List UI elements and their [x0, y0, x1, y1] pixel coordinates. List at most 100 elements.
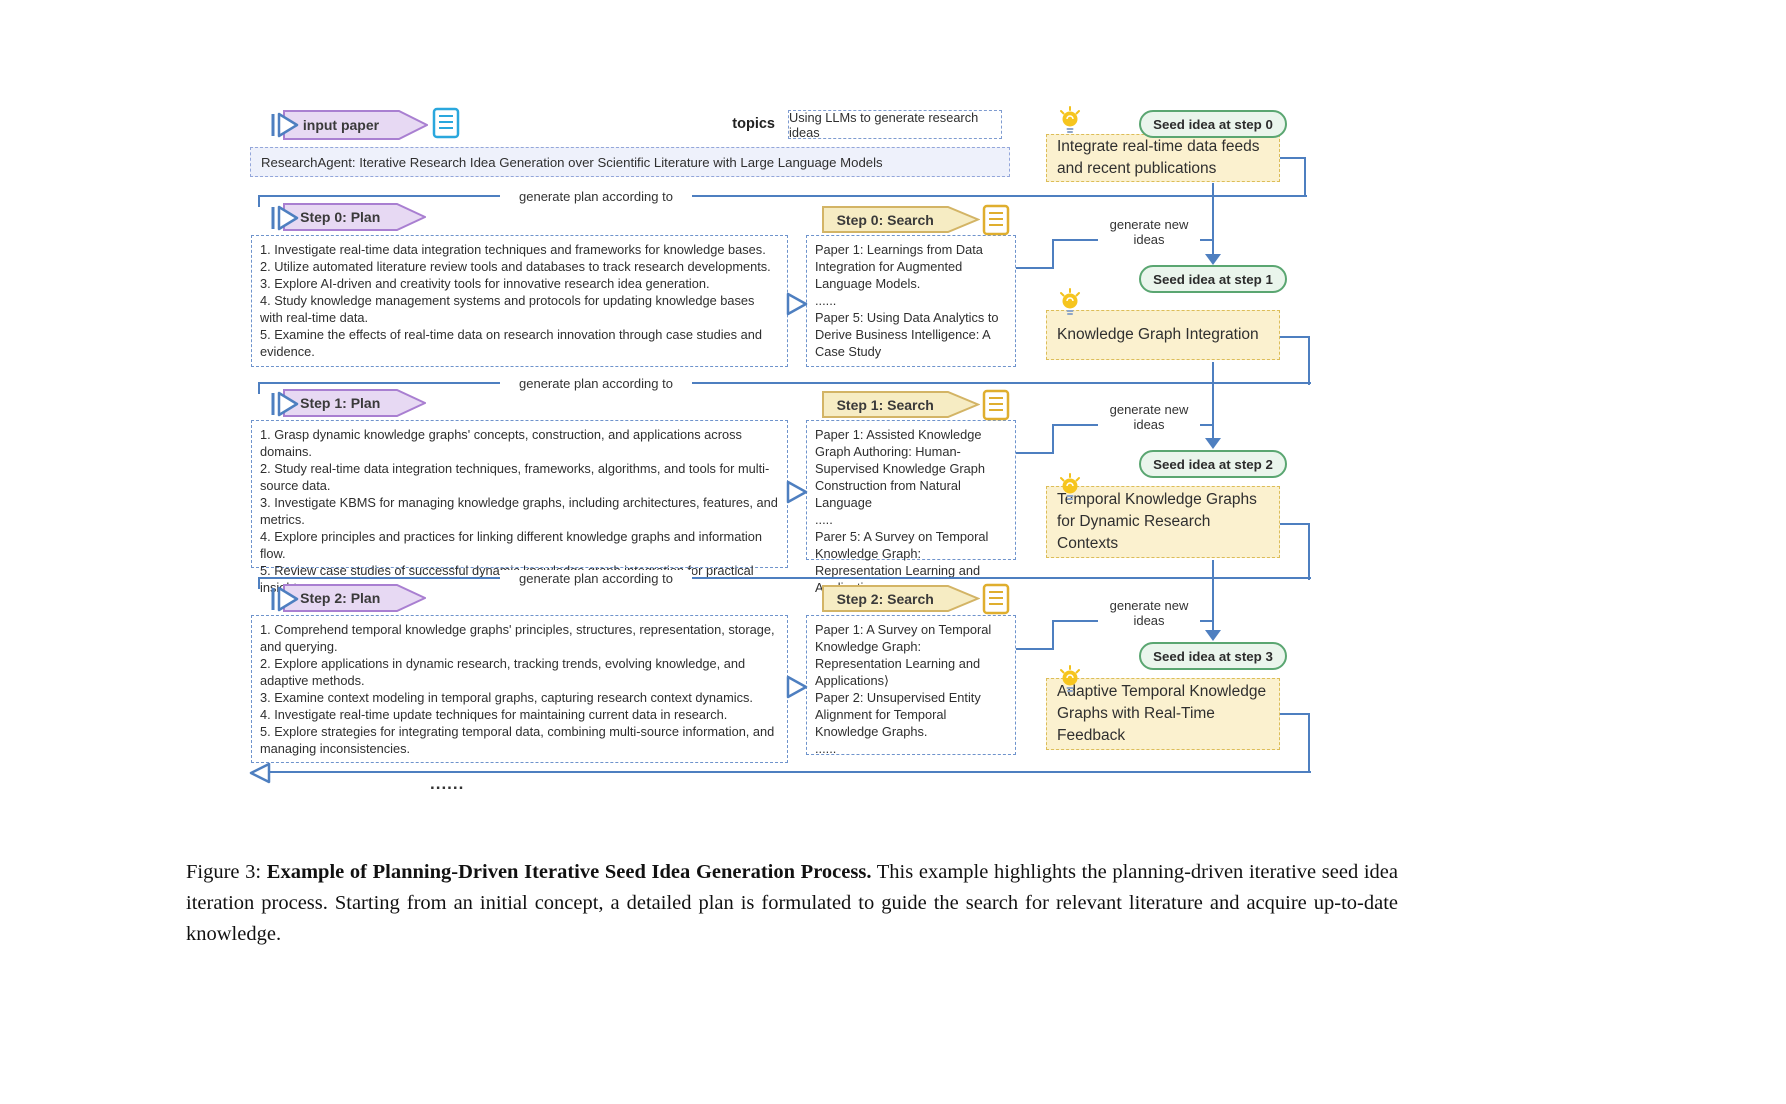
connector-line [1212, 560, 1214, 631]
step0-search-box: Paper 1: Learnings from Data Integration… [806, 235, 1016, 367]
plan-item: 4. Investigate real-time update techniqu… [260, 707, 728, 722]
step2-plan-banner: Step 2: Plan [283, 584, 426, 612]
lightbulb-icon [1058, 106, 1082, 134]
search-line: Paper 1: Assisted Knowledge Graph Author… [815, 427, 986, 510]
generate-plan-label: generate plan according to [500, 188, 692, 205]
plan-item: 5. Examine the effects of real-time data… [260, 327, 762, 359]
chevron-right-icon [270, 112, 300, 138]
input-paper-title: ResearchAgent: Iterative Research Idea G… [261, 154, 883, 170]
search-line: ...... [815, 293, 837, 308]
search-line: Paper 1: A Survey on Temporal Knowledge … [815, 622, 992, 688]
arrow-left-icon [247, 762, 271, 784]
step0-plan-box: 1. Investigate real-time data integratio… [251, 235, 788, 367]
connector-line [258, 577, 1311, 579]
input-paper-label: input paper [302, 117, 380, 133]
document-icon [982, 203, 1010, 237]
figure-caption: Figure 3: Example of Planning-Driven Ite… [186, 857, 1398, 950]
step1-plan-label: Step 1: Plan [300, 395, 381, 411]
generate-plan-label: generate plan according to [500, 375, 692, 392]
arrow-right-icon [784, 478, 810, 506]
plan-item: 2. Utilize automated literature review t… [260, 259, 771, 274]
plan-item: 2. Study real-time data integration tech… [260, 461, 770, 493]
step0-search-label: Step 0: Search [836, 211, 934, 228]
chevron-right-icon [270, 586, 300, 612]
search-line: ..... [815, 512, 833, 527]
seed-pill-step1: Seed idea at step 1 [1139, 265, 1287, 293]
generate-new-ideas-label: generate new ideas [1098, 401, 1200, 433]
idea-text-step0: Integrate real-time data feeds and recen… [1057, 138, 1260, 177]
connector-line [1016, 267, 1054, 269]
connector-line [1308, 713, 1310, 773]
connector-line [1016, 648, 1054, 650]
step1-search-label: Step 1: Search [836, 396, 934, 413]
connector-line [1052, 239, 1054, 269]
step1-search-box: Paper 1: Assisted Knowledge Graph Author… [806, 420, 1016, 595]
plan-item: 1. Comprehend temporal knowledge graphs'… [260, 622, 775, 654]
plan-item: 2. Explore applications in dynamic resea… [260, 656, 746, 688]
lightbulb-icon [1058, 473, 1082, 501]
generate-plan-label: generate plan according to [500, 570, 692, 587]
step2-search-banner: Step 2: Search [822, 585, 980, 612]
plan-item: 4. Study knowledge management systems an… [260, 293, 755, 325]
arrow-right-icon [784, 673, 810, 701]
arrow-right-icon [784, 290, 810, 318]
connector-line [1280, 336, 1310, 338]
idea-box-step2: Temporal Knowledge Graphs for Dynamic Re… [1046, 486, 1280, 558]
plan-item: 4. Explore principles and practices for … [260, 529, 762, 561]
connector-line [1280, 523, 1310, 525]
connector-line [258, 195, 260, 207]
step0-plan-banner: Step 0: Plan [283, 203, 426, 231]
arrow-down-icon [1205, 254, 1221, 265]
search-line: Parer 5: A Survey on Temporal Knowledge … [815, 529, 989, 595]
connector-line [1016, 452, 1054, 454]
document-icon [982, 582, 1010, 616]
document-icon [982, 388, 1010, 422]
connector-line [1280, 157, 1306, 159]
input-paper-title-box: ResearchAgent: Iterative Research Idea G… [250, 147, 1010, 177]
lightbulb-icon [1058, 288, 1082, 316]
connector-line [262, 771, 1311, 773]
lightbulb-icon [1058, 665, 1082, 693]
plan-item: 3. Examine context modeling in temporal … [260, 690, 753, 705]
search-line: Paper 2: Unsupervised Entity Alignment f… [815, 690, 981, 739]
connector-line [258, 195, 1307, 197]
caption-bold: Example of Planning-Driven Iterative See… [266, 860, 872, 883]
idea-text-step1: Knowledge Graph Integration [1057, 326, 1259, 343]
connector-line [1052, 424, 1054, 454]
plan-item: 1. Grasp dynamic knowledge graphs' conce… [260, 427, 742, 459]
step1-plan-banner: Step 1: Plan [283, 389, 426, 417]
idea-box-step1: Knowledge Graph Integration [1046, 310, 1280, 360]
seed-pill-step3: Seed idea at step 3 [1139, 642, 1287, 670]
topic-box: Using LLMs to generate research ideas [788, 109, 1002, 140]
seed-pill-step2: Seed idea at step 2 [1139, 450, 1287, 478]
search-line: Paper 5: Using Data Analytics to Derive … [815, 310, 999, 359]
step2-search-label: Step 2: Search [836, 590, 934, 607]
caption-prefix: Figure 3: [186, 860, 267, 883]
generate-new-ideas-label: generate new ideas [1098, 216, 1200, 248]
arrow-down-icon [1205, 630, 1221, 641]
idea-text-step2: Temporal Knowledge Graphs for Dynamic Re… [1057, 491, 1257, 552]
input-paper-banner: input paper [283, 110, 428, 140]
topic-text: Using LLMs to generate research ideas [789, 109, 979, 140]
idea-box-step3: Adaptive Temporal Knowledge Graphs with … [1046, 678, 1280, 750]
arrow-down-icon [1205, 438, 1221, 449]
step1-search-banner: Step 1: Search [822, 391, 980, 418]
plan-item: 1. Investigate real-time data integratio… [260, 242, 766, 257]
connector-line [1304, 157, 1306, 197]
document-icon [432, 106, 460, 140]
seed-pill-step0: Seed idea at step 0 [1139, 110, 1287, 138]
connector-line [1212, 183, 1214, 255]
chevron-right-icon [270, 205, 300, 231]
step0-plan-label: Step 0: Plan [300, 209, 381, 225]
step0-search-banner: Step 0: Search [822, 206, 980, 233]
step2-plan-label: Step 2: Plan [300, 590, 381, 606]
plan-item: 5. Explore strategies for integrating te… [260, 724, 775, 756]
step2-search-box: Paper 1: A Survey on Temporal Knowledge … [806, 615, 1016, 756]
topics-label: topics [732, 116, 775, 132]
plan-item: 3. Explore AI-driven and creativity tool… [260, 276, 710, 291]
chevron-right-icon [270, 391, 300, 417]
caption-rest: This example highlights the planning-dri… [186, 860, 1399, 945]
connector-line [1280, 713, 1310, 715]
search-line: ...... [815, 741, 837, 756]
generate-new-ideas-label: generate new ideas [1098, 597, 1200, 629]
